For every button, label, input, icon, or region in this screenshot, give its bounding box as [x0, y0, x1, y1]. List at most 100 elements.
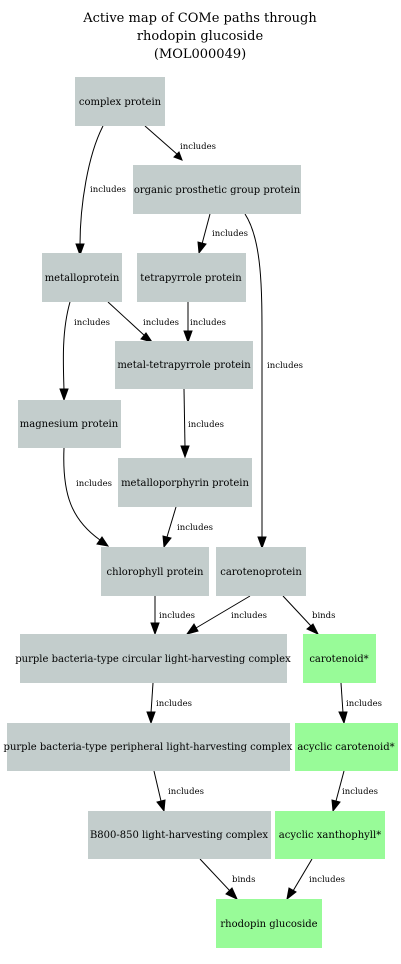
node-tetrapyrrole-protein[interactable]: tetrapyrrole protein	[137, 253, 246, 302]
edge-metaltetra-to-metalloporphyrin: includes	[180, 388, 224, 459]
node-box	[18, 400, 121, 448]
edge-label: includes	[188, 420, 224, 430]
arrowhead	[338, 711, 348, 725]
title-line-2: rhodopin glucoside	[137, 29, 264, 44]
node-label: acyclic xanthophyll*	[279, 830, 381, 841]
node-magnesium-protein[interactable]: magnesium protein	[18, 400, 121, 448]
arrowhead	[257, 536, 267, 550]
arrowhead	[156, 799, 166, 813]
arrowhead	[180, 445, 190, 459]
node-label: B800-850 light-harvesting complex	[90, 830, 268, 841]
edge-complex-to-organic: includes	[144, 125, 216, 161]
arrowhead	[183, 330, 193, 344]
node-label: metalloprotein	[45, 273, 120, 284]
node-complex-protein[interactable]: complex protein	[75, 77, 165, 126]
edge-tetra-to-metaltetra: includes	[183, 302, 226, 344]
arrowhead	[185, 623, 199, 635]
arrowhead	[59, 388, 69, 402]
node-organic-prosthetic-group-protein[interactable]: organic prosthetic group protein	[133, 165, 301, 214]
edge-metallo-to-magnesium: includes	[59, 301, 110, 402]
edge-line	[201, 213, 211, 245]
arrowhead	[146, 711, 156, 725]
edge-line	[79, 125, 104, 246]
node-label: tetrapyrrole protein	[140, 273, 242, 284]
edge-label: includes	[267, 361, 303, 371]
node-box	[275, 811, 385, 859]
edge-label: includes	[143, 318, 179, 328]
node-label: organic prosthetic group protein	[134, 185, 301, 196]
edge-line	[107, 301, 146, 337]
node-carotenoid[interactable]: carotenoid*	[303, 634, 376, 683]
edge-metalloporphyrin-to-chlorophyll: includes	[162, 506, 213, 549]
edge-circular-to-peripheral: includes	[146, 682, 192, 725]
node-label: carotenoprotein	[220, 567, 302, 578]
diagram-title: Active map of COMe paths through rhodopi…	[82, 11, 317, 62]
node-metalloprotein[interactable]: metalloprotein	[42, 253, 122, 302]
edge-b800-to-rhodopin: binds	[199, 858, 255, 901]
edge-chlorophyll-to-circular: includes	[150, 596, 195, 636]
node-chlorophyll-protein[interactable]: chlorophyll protein	[101, 547, 209, 596]
node-b800-850-complex[interactable]: B800-850 light-harvesting complex	[88, 811, 271, 859]
edge-line	[195, 595, 251, 629]
arrowhead	[306, 623, 320, 636]
edge-organic-to-tetrapyrrole: includes	[197, 213, 248, 255]
edge-line	[183, 388, 186, 448]
title-line-3: (MOL000049)	[154, 47, 246, 62]
edge-label: binds	[312, 611, 335, 621]
edge-metallo-to-metaltetra: includes	[107, 301, 179, 343]
edge-label: includes	[212, 229, 248, 239]
node-box	[42, 253, 122, 302]
node-label: carotenoid*	[309, 654, 368, 665]
node-circular-light-harvesting-complex[interactable]: purple bacteria-type circular light-harv…	[15, 634, 291, 683]
node-peripheral-light-harvesting-complex[interactable]: purple bacteria-type peripheral light-ha…	[4, 723, 293, 771]
edge-label: includes	[90, 185, 126, 195]
node-box	[20, 634, 287, 683]
edge-label: includes	[168, 787, 204, 797]
edge-label: includes	[180, 142, 216, 152]
edge-carotenoid-to-acyclic: includes	[338, 682, 382, 725]
edge-line	[166, 506, 177, 538]
edge-line	[282, 595, 312, 627]
node-rhodopin-glucoside[interactable]: rhodopin glucoside	[216, 899, 322, 948]
arrowhead	[140, 332, 154, 343]
node-label: complex protein	[79, 97, 162, 108]
node-metal-tetrapyrrole-protein[interactable]: metal-tetrapyrrole protein	[115, 341, 253, 389]
node-acyclic-carotenoid[interactable]: acyclic carotenoid*	[295, 723, 398, 771]
node-label: chlorophyll protein	[107, 567, 204, 578]
node-box	[75, 77, 165, 126]
edge-line	[150, 682, 154, 714]
node-label: magnesium protein	[20, 419, 119, 430]
node-box	[101, 547, 209, 596]
edge-complex-to-metalloprotein: includes	[75, 125, 126, 257]
title-line-1: Active map of COMe paths through	[82, 11, 317, 26]
arrowhead	[197, 241, 207, 255]
edge-label: includes	[346, 699, 382, 709]
edge-label: includes	[156, 699, 192, 709]
node-carotenoprotein[interactable]: carotenoprotein	[216, 547, 306, 596]
node-label: metal-tetrapyrrole protein	[117, 360, 251, 371]
edge-line	[340, 682, 344, 714]
edge-label: includes	[231, 611, 267, 621]
nodes: complex protein organic prosthetic group…	[4, 77, 398, 948]
edge-line	[62, 301, 71, 391]
arrowhead	[75, 243, 85, 257]
node-box	[118, 458, 252, 507]
edge-label: includes	[76, 479, 112, 489]
edge-line	[153, 770, 162, 802]
node-acyclic-xanthophyll[interactable]: acyclic xanthophyll*	[275, 811, 385, 859]
edge-label: includes	[190, 318, 226, 328]
edge-magnesium-to-chlorophyll: includes	[63, 447, 112, 547]
edge-label: binds	[232, 875, 255, 885]
edge-line	[199, 858, 231, 892]
node-metalloporphyrin-protein[interactable]: metalloporphyrin protein	[118, 458, 252, 507]
node-label: purple bacteria-type peripheral light-ha…	[4, 742, 293, 753]
arrowhead	[331, 799, 341, 813]
edge-xanthophyll-to-rhodopin: includes	[286, 858, 345, 901]
edge-label: includes	[74, 318, 110, 328]
node-box	[216, 547, 306, 596]
node-box	[303, 634, 376, 683]
arrowhead	[225, 887, 239, 901]
edge-line	[292, 858, 313, 892]
edge-line	[63, 447, 101, 541]
